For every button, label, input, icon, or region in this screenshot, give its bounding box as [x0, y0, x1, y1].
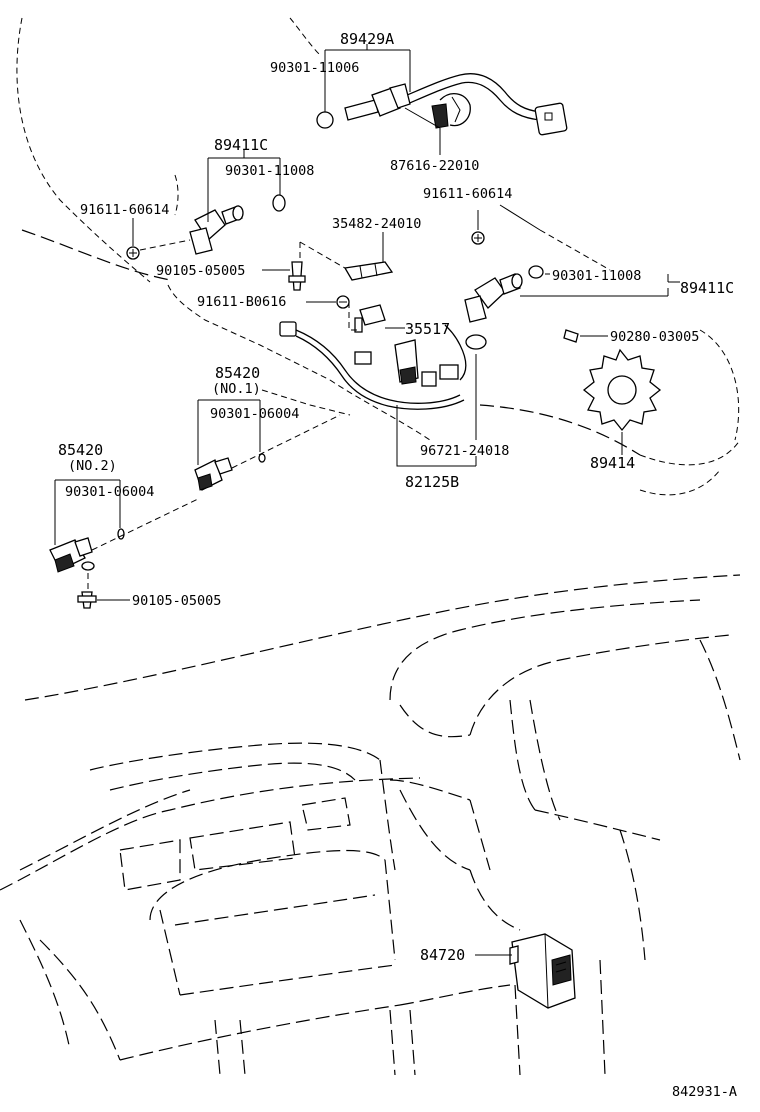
label-89411C-left: 89411C: [214, 136, 268, 154]
label-no1: (NO.1): [212, 381, 261, 397]
label-85420-no1: 85420: [215, 364, 260, 382]
label-90301-11008-right: 90301-11008: [552, 268, 641, 284]
label-84720: 84720: [420, 946, 465, 964]
speed-sensor-89429A: [316, 73, 568, 136]
drive-gear-87616: [431, 93, 471, 129]
label-35482-24010: 35482-24010: [332, 216, 421, 232]
label-90105-05005-bottom: 90105-05005: [132, 593, 221, 609]
label-90301-06004-a: 90301-06004: [210, 406, 299, 422]
label-90105-05005-top: 90105-05005: [156, 263, 245, 279]
label-89429A: 89429A: [340, 30, 394, 48]
clamp-35517: [354, 304, 386, 333]
label-90301-11008-left: 90301-11008: [225, 163, 314, 179]
label-96721-24018: 96721-24018: [420, 443, 509, 459]
label-91611-60614-left: 91611-60614: [80, 202, 169, 218]
part-labels: 89429A 90301-11006 87616-22010 89411C 90…: [58, 30, 737, 1100]
switch-85420-no1: [194, 453, 266, 491]
label-90301-11006: 90301-11006: [270, 60, 359, 76]
switch-84720: [475, 933, 576, 1009]
switch-85420-no2: [49, 528, 125, 609]
leader-lines: [54, 44, 680, 601]
instrument-panel: [0, 574, 741, 1076]
label-91611-B0616: 91611-B0616: [197, 294, 286, 310]
label-90280-03005: 90280-03005: [610, 329, 699, 345]
label-91611-60614-right: 91611-60614: [423, 186, 512, 202]
sensor-89411C-right: [464, 231, 544, 323]
label-no2: (NO.2): [68, 458, 117, 474]
label-90301-06004-b: 90301-06004: [65, 484, 154, 500]
label-89414: 89414: [590, 454, 635, 472]
bracket-35482: [288, 261, 394, 309]
engine-outline: [16, 17, 741, 496]
label-85420-no2: 85420: [58, 441, 103, 459]
label-89411C-right: 89411C: [680, 279, 734, 297]
figure-id: 842931-A: [672, 1084, 737, 1100]
label-87616-22010: 87616-22010: [390, 158, 479, 174]
label-35517: 35517: [405, 320, 450, 338]
sensor-rotor-89414: [563, 329, 662, 432]
label-82125B: 82125B: [405, 473, 459, 491]
wire-harness-82125B: [279, 321, 487, 410]
